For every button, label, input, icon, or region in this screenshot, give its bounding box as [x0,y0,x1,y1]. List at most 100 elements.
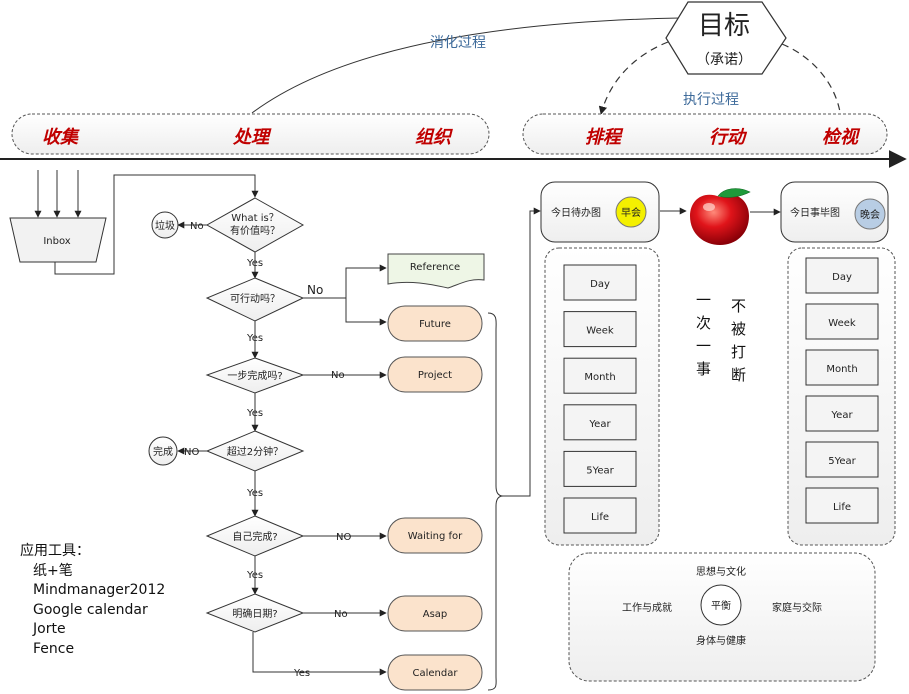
trash-label: 垃圾 [155,219,175,232]
focus-text-one-thing: 一次一事 [694,292,712,384]
goal-subtitle: （承诺） [696,52,752,68]
yes-label-5: Yes [246,570,263,581]
future-label: Future [419,319,451,330]
phase-group-right [522,113,888,155]
future-node [387,305,483,342]
inbox-label: Inbox [43,236,70,247]
phase-organize: 组织 [415,127,453,148]
execute-arc-left [598,41,669,115]
yes-label-2: Yes [246,333,263,344]
label-no-trash: No [190,221,204,232]
right-period-box [805,395,879,432]
right-period-box [805,487,879,524]
balance-top: 思想与文化 [696,565,746,578]
waiting-label: Waiting for [408,531,463,542]
inbox-funnel: Inbox [9,170,107,263]
phase-review: 检视 [822,127,861,148]
left-period-box [563,497,637,534]
label-no-waiting: NO [336,532,351,543]
calendar-label: Calendar [413,668,459,679]
left-period-label: 5Year [586,465,614,476]
waiting-node [387,517,483,554]
left-period-label: Month [584,372,615,383]
tool-item: Mindmanager2012 [33,582,166,598]
execute-arc-right [781,43,841,113]
right-period-box [805,257,879,294]
left-period-box [563,264,637,301]
apple-icon [690,188,751,245]
right-period-box [805,349,879,386]
tool-item: 纸+笔 [33,562,73,579]
left-period-box [563,311,637,348]
morning-meeting-label: 早会 [621,206,641,219]
project-node [387,356,483,393]
decision-date: 明确日期? [205,593,305,633]
svg-text:What is？: What is？ [231,213,278,224]
right-period-label: Life [833,502,851,513]
left-period-label: Week [586,326,614,337]
phase-act: 行动 [709,127,748,148]
evening-meeting-badge [854,198,886,230]
tool-item: Jorte [33,621,66,637]
today-done-box [780,181,889,243]
right-period-label: Day [832,272,852,283]
bracket-connector [503,207,541,497]
right-period-label: Year [830,410,853,421]
right-period-box [805,441,879,478]
digest-label: 消化过程 [430,35,486,51]
decision-self-do: 自己完成? [205,515,305,557]
svg-text:一步完成吗?: 一步完成吗? [227,369,282,382]
left-period-box [563,357,637,394]
svg-text:可行动吗？: 可行动吗？ [230,292,280,305]
yes-label-6: Yes [293,668,310,679]
right-period-label: Week [828,318,856,329]
decision-what-is: What is？ 有价值吗？ [205,197,305,253]
decision-two-minutes: 超过2分钟？ [205,430,305,472]
balance-bottom: 身体与健康 [696,634,746,647]
goal-title: 目标 [698,11,750,41]
svg-text:自己完成?: 自己完成? [232,530,277,543]
tools-list: 应用工具： 纸+笔 Mindmanager2012 Google calenda… [20,542,165,659]
phase-group-left [11,113,490,155]
svg-text:明确日期?: 明确日期? [232,607,277,620]
svg-text:Reference: Reference [410,262,460,273]
execute-label: 执行过程 [683,92,739,108]
organize-bracket [487,312,504,691]
left-period-label: Day [590,279,610,290]
yes-label-3: Yes [246,408,263,419]
phase-process: 处理 [232,127,272,148]
right-period-label: Month [826,364,857,375]
left-period-label: Life [591,512,609,523]
right-period-box [805,303,879,340]
goal-hexagon: 目标 （承诺） [665,1,787,75]
label-no-done: NO [184,447,199,458]
label-no-project: No [331,370,345,381]
label-no-actionable: No [307,283,323,297]
svg-text:超过2分钟？: 超过2分钟？ [227,445,283,458]
phase-collect: 收集 [42,127,80,148]
calendar-node [387,654,483,691]
asap-label: Asap [423,609,448,620]
left-period-label: Year [588,419,611,430]
yes-label-4: Yes [246,488,263,499]
done-node [148,436,178,466]
morning-meeting-badge [615,196,647,228]
decision-actionable: 可行动吗？ [205,277,305,322]
reference-node: Reference [387,253,485,289]
done-label: 完成 [153,445,173,458]
digest-arc [251,17,681,114]
svg-text:有价值吗？: 有价值吗？ [230,224,280,237]
evening-meeting-label: 晚会 [860,208,880,221]
balance-right: 家庭与交际 [772,601,822,614]
tool-item: Fence [33,640,75,657]
project-label: Project [418,370,452,381]
phase-schedule: 排程 [585,127,624,148]
focus-text-no-interrupt: 不被打断 [729,298,747,390]
today-todo-label: 今日待办图 [551,206,601,219]
decision-one-step: 一步完成吗? [205,357,305,394]
tool-item: Google calendar [33,601,148,618]
balance-center: 平衡 [711,600,731,612]
balance-circle [700,584,742,626]
today-done-label: 今日事毕图 [790,206,840,219]
